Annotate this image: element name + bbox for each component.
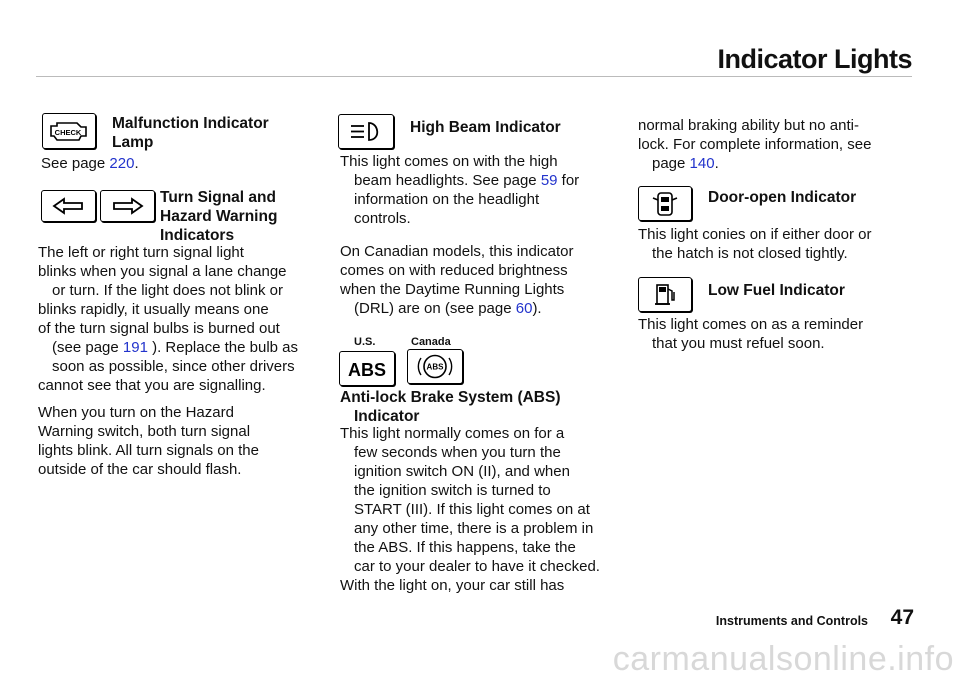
watermark: carmanualsonline.info — [612, 640, 954, 678]
page-title: Indicator Lights — [717, 44, 913, 74]
header-rule — [36, 76, 912, 77]
abs-canada-icon: ABS — [407, 349, 463, 384]
high-beam-heading: High Beam Indicator — [410, 119, 561, 136]
abs-label-canada: Canada — [411, 336, 451, 348]
low-fuel-paragraph: This light comes on as a reminder that y… — [638, 316, 864, 352]
malfunction-see-page: See page 220. — [41, 155, 139, 172]
page-link-59[interactable]: 59 — [540, 172, 558, 189]
high-beam-paragraph-1: This light comes on with the high beam h… — [340, 153, 580, 227]
page-link-191[interactable]: 191 — [122, 339, 148, 356]
page-number: 47 — [890, 606, 914, 629]
abs-paragraph-continued: normal braking ability but no anti- lock… — [638, 117, 872, 172]
turn-signal-paragraph-1: The left or right turn signal light blin… — [38, 244, 299, 394]
turn-signal-paragraph-2: When you turn on the Hazard Warning swit… — [38, 404, 259, 478]
abs-paragraph: This light normally comes on for a few s… — [340, 425, 600, 594]
page-link-140[interactable]: 140 — [689, 155, 715, 172]
low-fuel-heading: Low Fuel Indicator — [708, 282, 845, 299]
abs-label-us: U.S. — [354, 336, 376, 348]
high-beam-icon — [338, 114, 394, 149]
abs-heading: Anti-lock Brake System (ABS)Indicator — [340, 389, 561, 425]
high-beam-paragraph-2: On Canadian models, this indicator comes… — [340, 243, 574, 317]
abs-canada-icon-text: ABS — [427, 363, 445, 372]
door-open-icon — [638, 186, 692, 221]
right-turn-arrow-icon — [100, 190, 155, 222]
abs-us-icon-text: ABS — [348, 360, 386, 380]
page-link-220[interactable]: 220 — [109, 155, 135, 172]
check-engine-icon-text: CHECK — [55, 128, 82, 137]
check-engine-icon: CHECK — [42, 113, 96, 149]
door-open-heading: Door-open Indicator — [708, 189, 857, 206]
left-turn-arrow-icon — [41, 190, 96, 222]
abs-us-icon: ABS — [339, 351, 395, 386]
fuel-pump-icon — [638, 277, 692, 312]
door-open-paragraph: This light conies on if either door or t… — [638, 226, 872, 262]
page-link-60[interactable]: 60 — [515, 300, 533, 317]
footer-section-title: Instruments and Controls — [715, 614, 868, 628]
